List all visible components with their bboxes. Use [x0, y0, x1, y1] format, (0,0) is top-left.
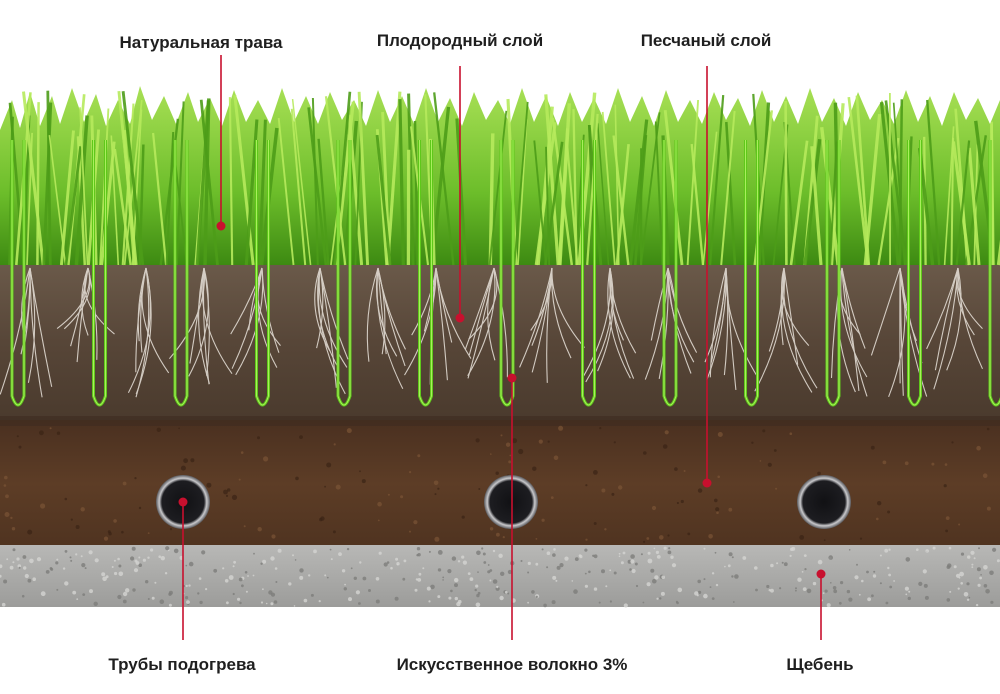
- leader-lines: [182, 55, 822, 640]
- label-fertile-layer: Плодородный слой: [376, 31, 544, 50]
- dot-sand: [702, 478, 712, 488]
- heating-pipe-right: [797, 475, 851, 529]
- dot-fiber: [507, 373, 517, 383]
- label-gravel: Щебень: [786, 655, 854, 674]
- artificial-fiber-loops: [10, 140, 1000, 407]
- heating-pipe-center: [484, 475, 538, 529]
- soil-texture: [0, 425, 1000, 608]
- label-natural-grass: Натуральная трава: [119, 33, 283, 52]
- grass-roots: [0, 267, 983, 398]
- dot-pipes: [178, 497, 188, 507]
- grass-blades: [8, 90, 1000, 266]
- dot-fertile: [455, 313, 465, 323]
- dot-grass: [216, 221, 226, 231]
- label-artificial-fiber: Искусственное волокно 3%: [396, 655, 628, 674]
- label-heating-pipes: Трубы подогрева: [108, 655, 256, 674]
- leader-dots: [178, 221, 826, 579]
- label-sand-layer: Песчаный слой: [640, 31, 772, 50]
- dot-gravel: [816, 569, 826, 579]
